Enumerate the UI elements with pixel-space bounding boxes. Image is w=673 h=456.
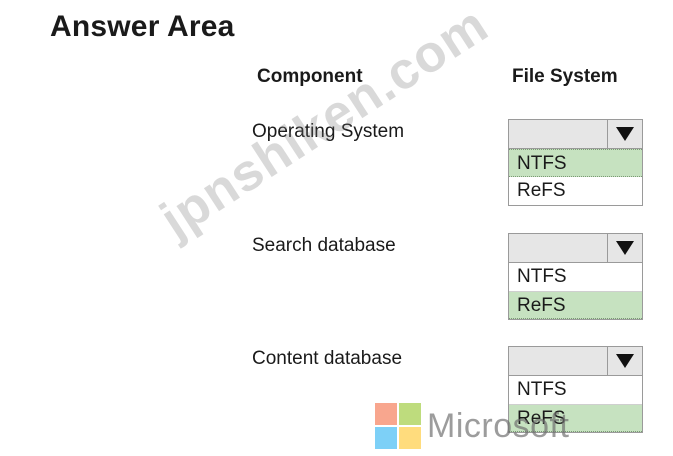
row-label-operating-system: Operating System [252,121,405,142]
row-label-search-database: Search database [252,235,396,256]
page-title: Answer Area [50,10,235,43]
option-refs[interactable]: ReFS [517,180,566,201]
triangle-down-icon [615,240,635,256]
triangle-down-icon [615,126,635,142]
option-refs[interactable]: ReFS [509,404,642,432]
microsoft-logo: Microsoft [375,403,569,449]
microsoft-logo-icon [375,403,421,449]
dropdown-header[interactable] [508,233,643,263]
dropdown-options: NTFS ReFS [508,376,643,433]
microsoft-wordmark: Microsoft [427,406,570,445]
option-ntfs[interactable]: NTFS [517,266,567,287]
option-ntfs[interactable]: NTFS [517,379,567,400]
dropdown-operating-system[interactable]: NTFS ReFS [508,119,643,206]
dropdown-options: NTFS ReFS [508,149,643,206]
dropdown-header[interactable] [508,119,643,149]
dropdown-arrow-button[interactable] [607,347,642,375]
dropdown-options: NTFS ReFS [508,263,643,320]
row-label-content-database: Content database [252,348,403,369]
option-ntfs[interactable]: NTFS [509,149,642,177]
file-system-column-header: File System [512,66,618,87]
option-refs[interactable]: ReFS [509,291,642,319]
dropdown-header[interactable] [508,346,643,376]
dropdown-search-database[interactable]: NTFS ReFS [508,233,643,320]
triangle-down-icon [615,353,635,369]
dropdown-content-database[interactable]: NTFS ReFS [508,346,643,433]
dropdown-arrow-button[interactable] [607,234,642,262]
component-column-header: Component [257,66,363,87]
dropdown-arrow-button[interactable] [607,120,642,148]
